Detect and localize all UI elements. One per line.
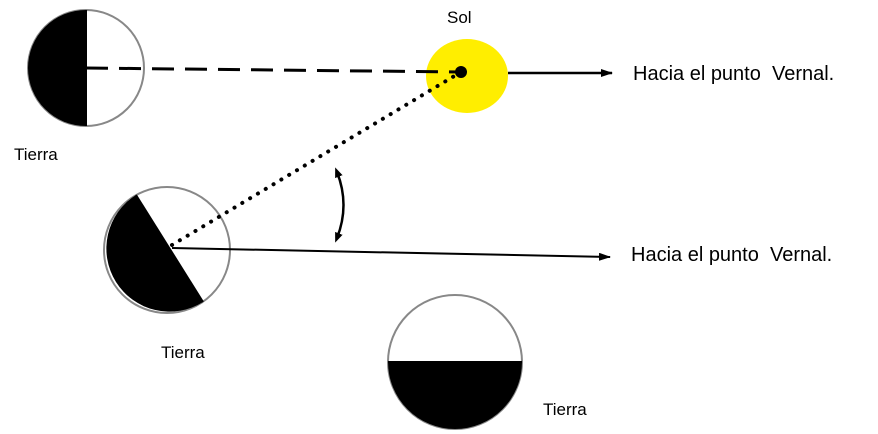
angle-arc <box>335 167 345 243</box>
earth-2-terminator <box>135 194 204 303</box>
earth-2-vernal-arrow <box>171 247 611 261</box>
sun-label: Sol <box>447 8 472 27</box>
earth-2-label: Tierra <box>161 343 205 362</box>
earth-2-to-sun-dotted-line <box>170 70 463 247</box>
earth-3-dark-half <box>388 362 522 429</box>
earth-1-label: Tierra <box>14 145 58 164</box>
earth-3-label: Tierra <box>543 400 587 419</box>
earth-2-dark-half <box>106 195 203 312</box>
earth-1-dark-half <box>28 10 86 126</box>
earth-2 <box>103 186 231 314</box>
vernal-label-bottom: Hacia el punto Vernal. <box>631 244 832 266</box>
sun-disc <box>426 39 508 113</box>
earth-3 <box>387 294 523 430</box>
vernal-label-top: Hacia el punto Vernal. <box>633 63 834 85</box>
earth-1-to-sun-dashed-line <box>85 66 462 74</box>
